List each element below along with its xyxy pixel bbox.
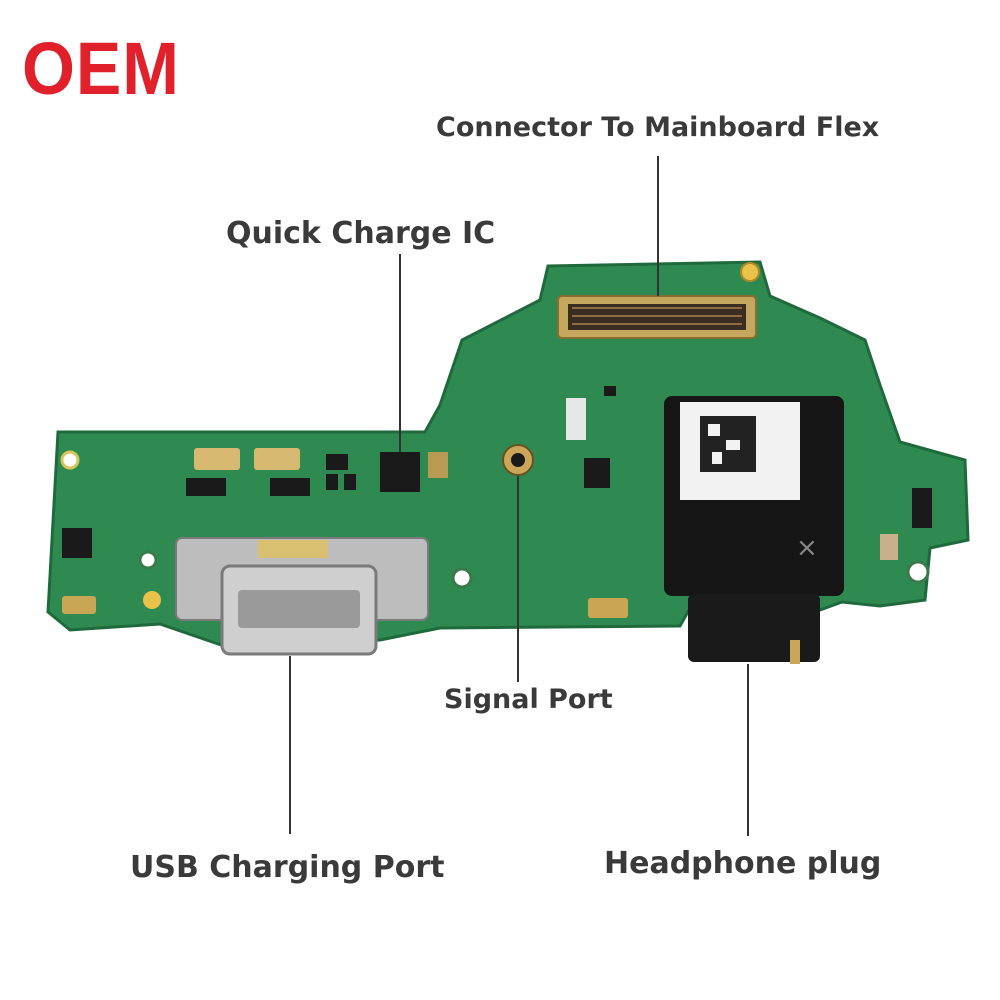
smd-component [604,386,616,396]
smd-component [62,596,96,614]
oem-brand-logo: OEM [22,27,180,110]
label-connector: Connector To Mainboard Flex [436,112,880,143]
mount-hole [60,450,80,470]
mount-hole [906,560,930,584]
svg-text:×: × [796,533,818,563]
smd-component [62,528,92,558]
mainboard-flex-connector [557,295,757,339]
smd-component [270,478,310,496]
smd-component [912,488,932,528]
mount-hole [740,262,760,282]
label-signal-port: Signal Port [444,684,613,715]
smd-component [344,474,356,490]
quick-charge-ic [380,452,420,492]
smd-component [880,534,898,560]
smd-component [326,474,338,490]
smd-component [566,398,586,440]
label-headphone-plug: Headphone plug [604,846,882,881]
label-usb-port: USB Charging Port [130,850,445,885]
smd-component [194,448,240,470]
smd-component [588,598,628,618]
smd-component [143,591,161,609]
usb-charging-port [175,537,429,656]
label-quick-charge: Quick Charge IC [226,216,496,251]
smd-component [326,454,348,470]
signal-port [502,444,534,476]
smd-component [584,458,610,488]
smd-component [428,452,448,478]
mount-hole [451,567,473,589]
smd-component [186,478,226,496]
mount-hole [138,550,158,570]
smd-component [254,448,300,470]
headphone-jack: × [664,396,844,664]
